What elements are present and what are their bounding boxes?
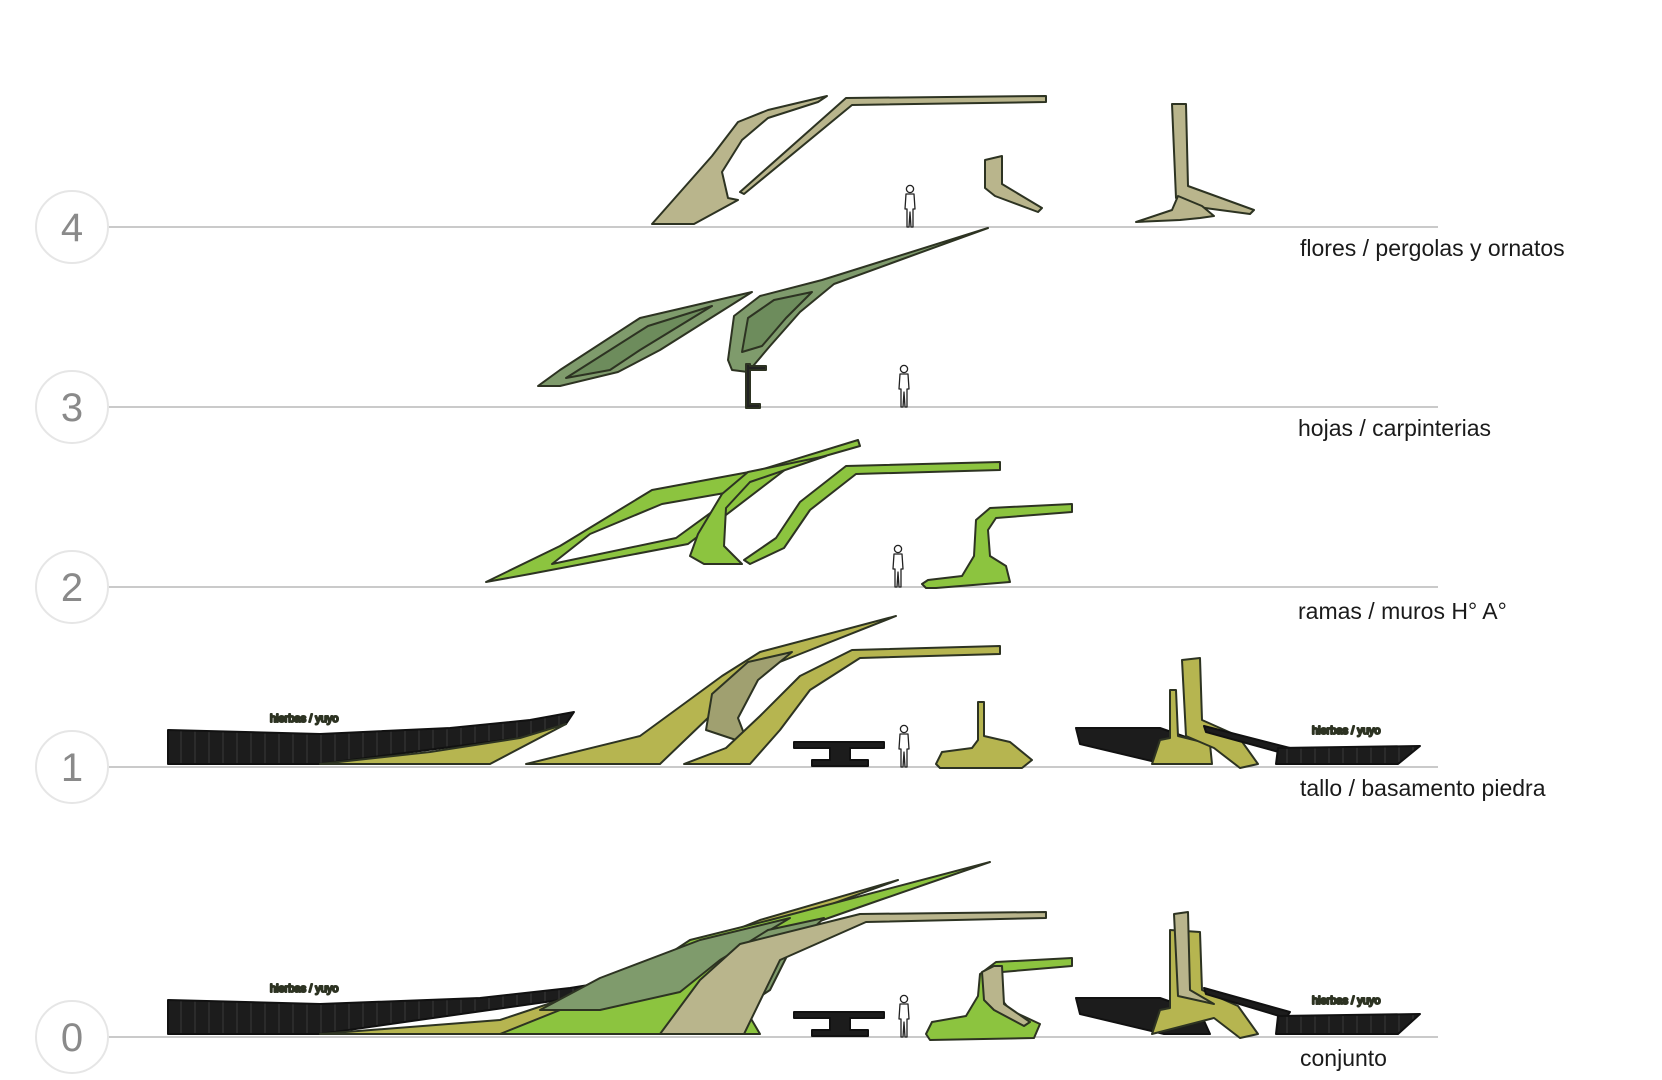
ornament-tall (1171, 103, 1255, 215)
level-number: 0 (61, 1016, 83, 1060)
level-marker-0: 0 (35, 1000, 109, 1074)
level-marker-4: 4 (35, 190, 109, 264)
concrete-wall-right (921, 503, 1073, 589)
ground-lines (108, 226, 1438, 1038)
level-markers: 4 3 2 1 0 (35, 190, 109, 1074)
level-number: 2 (61, 566, 83, 610)
ornament-base (1135, 195, 1215, 223)
level-0-caption: conjunto (1300, 1045, 1387, 1071)
grass-label-left: hierbas / yuyo (270, 713, 338, 725)
level-number: 4 (61, 206, 83, 250)
pergola-left-shape (651, 95, 828, 225)
human-scale-figure (892, 544, 904, 588)
level-1-caption: tallo / basamento piedra (1300, 775, 1546, 801)
human-scale-figure (898, 364, 910, 408)
level-marker-1: 1 (35, 730, 109, 804)
level-0-ensemble: hierbas / yuyo hierbas / yuyo (167, 861, 1421, 1041)
leaf-right-inner (741, 291, 813, 353)
human-scale-figure (898, 724, 910, 768)
ensemble-pergola (659, 911, 1047, 1035)
level-number: 3 (61, 386, 83, 430)
ornament-small (984, 155, 1043, 213)
branch-frame-center (689, 455, 827, 565)
ensemble-wall-flower (981, 965, 1031, 1027)
leaf-left-inner (565, 305, 713, 379)
stone-grass-right (1275, 745, 1421, 765)
stem-wall-right-short (1151, 689, 1213, 765)
grass-label-right: hierbas / yuyo (1312, 725, 1380, 737)
stem-wall-small (935, 701, 1033, 769)
human-scale-figure (904, 184, 916, 228)
stone-base-left (167, 711, 575, 765)
level-2-branches (485, 439, 1073, 589)
branch-upper-arm (743, 461, 1001, 565)
stone-table (793, 741, 885, 767)
level-4-caption: flores / pergolas y ornatos (1300, 235, 1565, 261)
level-4-flowers (651, 95, 1255, 228)
carpentry-post (745, 363, 767, 409)
ensemble-wall-right-flower (1173, 911, 1215, 1005)
grass-label-left: hierbas / yuyo (270, 983, 338, 995)
ensemble-table (793, 1011, 885, 1037)
human-scale-figure (898, 994, 910, 1038)
ensemble-stone-grass-right (1275, 1013, 1421, 1035)
level-2-caption: ramas / muros H° A° (1298, 598, 1507, 624)
leaf-right (727, 227, 989, 373)
level-3-leaves (537, 227, 989, 409)
grass-label-right: hierbas / yuyo (1312, 995, 1380, 1007)
level-marker-3: 3 (35, 370, 109, 444)
level-1-stem: hierbas / yuyo hierbas / yuyo (167, 615, 1421, 769)
level-3-caption: hojas / carpinterias (1298, 415, 1491, 441)
stem-ramp-right (683, 645, 1001, 765)
stem-ramp-left (319, 723, 567, 765)
pergola-upper-shape (739, 95, 1047, 195)
level-number: 1 (61, 746, 83, 790)
stem-ramp-center (525, 615, 897, 765)
level-marker-2: 2 (35, 550, 109, 624)
